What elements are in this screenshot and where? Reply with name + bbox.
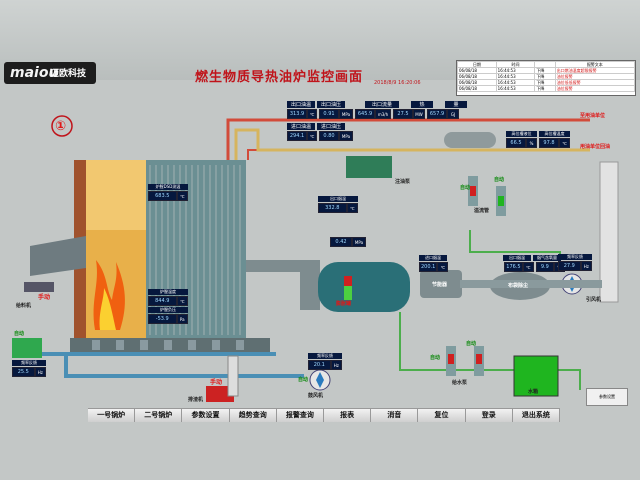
flue-outlet-temp: 332.8 bbox=[318, 203, 347, 213]
heat-power: 27.5 bbox=[393, 109, 413, 119]
blower-label: 鼓风机 bbox=[308, 393, 324, 399]
high-tank-panel: 高位槽液位 高位槽温度 66.5 % 97.8 ℃ bbox=[506, 131, 570, 148]
blower-mode-label[interactable]: 自动 bbox=[298, 377, 309, 383]
overflow-label: 溢流管 bbox=[474, 208, 490, 214]
economizer-panel: 进口烟温 出口烟温 烟气含氧量 200.1 ℃ 176.5 ℃ 9.9 % bbox=[419, 255, 565, 272]
pump-mode-label-1[interactable]: 自动 bbox=[460, 185, 471, 191]
outlet-oil-temp: 313.9 bbox=[287, 109, 307, 119]
economizer-label: 节能器 bbox=[432, 282, 448, 288]
nav-boiler-2[interactable]: 二号锅炉 bbox=[135, 409, 183, 422]
bottom-navigation: 一号锅炉 二号锅炉 参数设置 趋势查询 报警查询 报表 消音 复位 登录 退出系… bbox=[88, 408, 561, 422]
induced-fan-freq-panel: 频率反馈 27.9 Hz bbox=[558, 254, 592, 271]
boiler-number: ① bbox=[55, 119, 67, 134]
heat-energy: 657.9 bbox=[427, 109, 447, 119]
flue-pressure-panel: 0.42 MPa bbox=[330, 237, 366, 247]
inlet-oil-pressure: 0.80 bbox=[319, 131, 339, 141]
flue-oxygen: 9.9 bbox=[535, 262, 554, 272]
nav-trend-query[interactable]: 趋势查询 bbox=[229, 409, 277, 422]
pump-mode-label-2[interactable]: 自动 bbox=[494, 177, 505, 183]
nav-exit[interactable]: 退出系统 bbox=[512, 409, 561, 422]
nav-silence[interactable]: 消音 bbox=[371, 409, 419, 422]
furnace-temp: 844.9 bbox=[148, 296, 177, 306]
alarm-row[interactable]: 06/08/18 16:44:53 下降 油位报警 bbox=[457, 85, 636, 92]
high-tank-temp: 97.8 bbox=[539, 138, 559, 148]
furnace-top-temp: 683.5 bbox=[148, 191, 177, 201]
feeder-motor-mode-label[interactable]: 自动 bbox=[14, 331, 25, 337]
pump-mode-label-3[interactable]: 自动 bbox=[430, 355, 441, 361]
nav-boiler-1[interactable]: 一号锅炉 bbox=[88, 409, 136, 422]
from-user-label: 用油单位回油 bbox=[580, 144, 611, 150]
blower-freq-panel: 频率反馈 20.1 Hz bbox=[308, 353, 342, 370]
outlet-oil-flow: 645.9 bbox=[355, 109, 375, 119]
nav-login[interactable]: 登录 bbox=[465, 409, 513, 422]
feeder-mode-label[interactable]: 手动 bbox=[38, 294, 51, 301]
high-tank-level: 66.5 bbox=[506, 138, 526, 148]
blower-freq: 20.1 bbox=[308, 360, 331, 370]
nav-reset[interactable]: 复位 bbox=[418, 409, 466, 422]
to-user-label: 至用油单位 bbox=[580, 113, 606, 119]
slag-label: 排渣机 bbox=[188, 397, 204, 403]
nav-param-settings[interactable]: 参数设置 bbox=[182, 409, 230, 422]
flue-pressure: 0.42 bbox=[330, 237, 352, 247]
feeder-freq-panel: 频率反馈 25.5 Hz bbox=[12, 360, 46, 377]
slag-mode-label[interactable]: 手动 bbox=[210, 379, 223, 386]
page-title: 燃生物质导热油炉监控画面 bbox=[195, 70, 364, 85]
inlet-oil-temp: 294.1 bbox=[287, 131, 307, 141]
injection-pump-label: 注油泵 bbox=[395, 179, 411, 185]
water-pump-label: 给水泵 bbox=[452, 380, 468, 386]
furnace-pressure: -53.9 bbox=[148, 314, 177, 324]
dust-collector-label: 布袋除尘 bbox=[508, 283, 529, 289]
flue-outlet-panel: 出口烟温 332.8 ℃ bbox=[318, 196, 358, 213]
alarm-list[interactable]: 日期 时间 报警文本 06/08/18 16:44:53 下降 出口燃油温度超限… bbox=[456, 60, 636, 96]
alarm-row[interactable]: 06/08/18 16:44:53 下降 油位低低报警 bbox=[457, 79, 636, 86]
economizer-inlet-temp: 200.1 bbox=[419, 262, 438, 272]
logo-subtext: 迈欧科技 bbox=[50, 69, 87, 79]
induced-fan-freq: 27.9 bbox=[558, 261, 581, 271]
company-logo: maiou 迈欧科技 bbox=[4, 62, 96, 84]
feeder-freq: 25.5 bbox=[12, 367, 35, 377]
furnace-readouts: 炉膛温度 844.9 ℃ 炉膛负压 -53.9 Pa bbox=[148, 289, 188, 324]
clock-readout: 2018/8/9 16:20:06 bbox=[374, 80, 421, 86]
oil-outlet-panel: 出口油温 出口油压 出口流量 热 量 313.9 ℃ 0.91 MPa 645.… bbox=[287, 101, 477, 141]
pump-mode-label-4[interactable]: 自动 bbox=[466, 341, 477, 347]
expansion-label: 膨胀罐 bbox=[336, 301, 352, 307]
pump-control-button[interactable]: 参数设置 bbox=[586, 388, 628, 406]
furnace-top-temp-panel: 炉膛DSD测温 683.5 ℃ bbox=[148, 184, 188, 201]
nav-report[interactable]: 报表 bbox=[324, 409, 372, 422]
feeder-label: 给料机 bbox=[16, 303, 32, 309]
nav-alarm-query[interactable]: 报警查询 bbox=[276, 409, 325, 422]
induced-fan-label: 引风机 bbox=[586, 297, 602, 303]
outlet-oil-pressure: 0.91 bbox=[319, 109, 339, 119]
economizer-outlet-temp: 176.5 bbox=[504, 262, 523, 272]
water-tank-label: 水箱 bbox=[528, 389, 539, 395]
logo-text: maiou bbox=[10, 65, 59, 81]
